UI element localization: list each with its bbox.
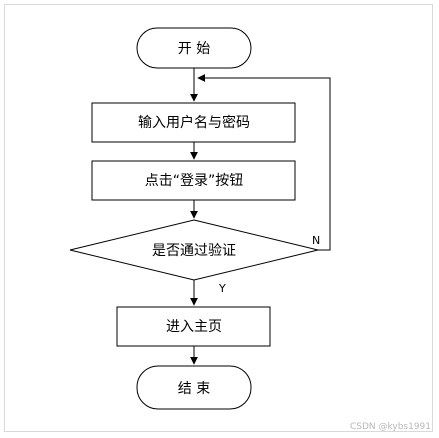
- label-yes: Y: [218, 282, 226, 295]
- click-login-label: 点击“登录”按钮: [145, 173, 244, 189]
- watermark-text: CSDN @kybs1991: [349, 422, 431, 432]
- decision-label: 是否通过验证: [152, 243, 236, 259]
- start-label: 开 始: [178, 41, 210, 57]
- enter-home-label: 进入主页: [166, 319, 222, 335]
- input-credentials-label: 输入用户名与密码: [138, 114, 250, 131]
- process-enter-home: [116, 306, 271, 347]
- process-click-login: [91, 160, 296, 201]
- label-no: N: [312, 234, 320, 247]
- arrow-decision-no-loop: [197, 74, 331, 251]
- diagram-frame: [4, 4, 433, 432]
- end-terminator: [136, 365, 252, 410]
- end-label: 结 束: [178, 381, 210, 397]
